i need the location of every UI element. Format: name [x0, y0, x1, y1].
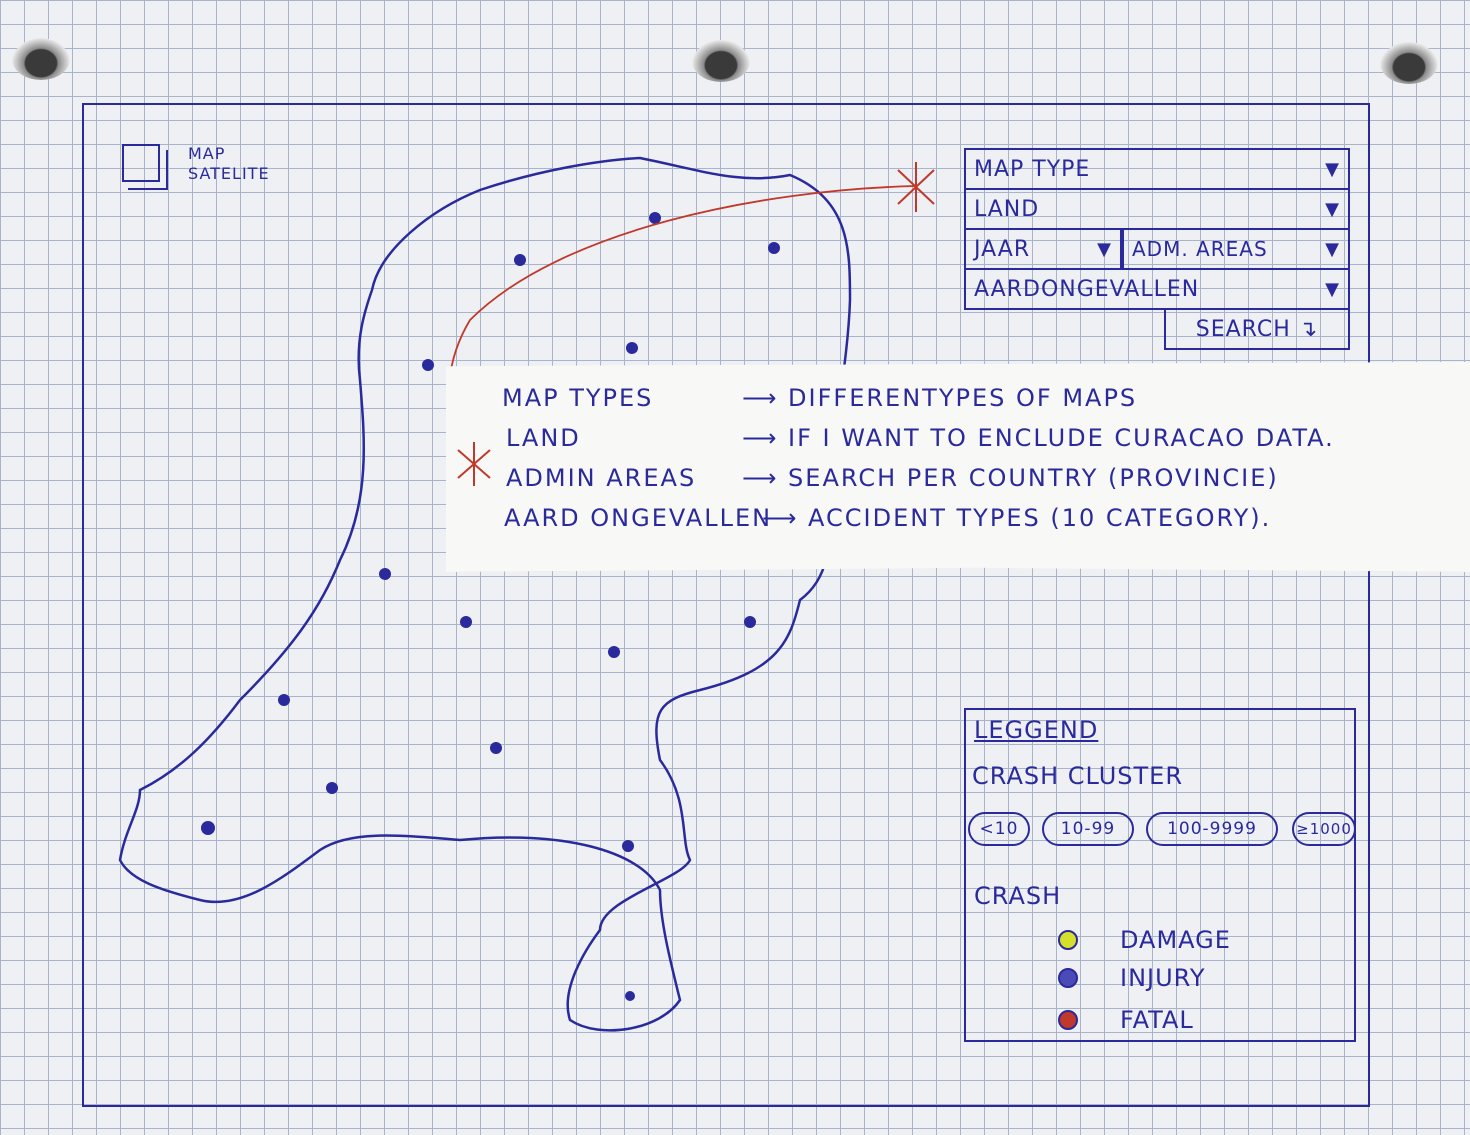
crash-point [460, 616, 472, 628]
cluster-badge-gte1000: ≥1000 [1292, 812, 1356, 846]
annotation-note: MAP TYPES ⟶ DIFFERENTYPES OF MAPS LAND ⟶ I… [446, 362, 1470, 572]
asterisk-marker-note [457, 442, 491, 486]
crash-point [379, 568, 391, 580]
crash-cluster-title: CRASH CLUSTER [972, 762, 1184, 790]
adm-areas-dropdown[interactable]: ADM. AREAS ▼ [1122, 228, 1350, 268]
jaar-dropdown[interactable]: JAAR ▼ [964, 228, 1122, 268]
land-dropdown[interactable]: LAND ▼ [964, 188, 1350, 228]
land-label: LAND [974, 196, 1040, 222]
legend-label-fatal: FATAL [1120, 1006, 1194, 1034]
legend-panel: LEGGEND CRASH CLUSTER <10 10-99 100-9999… [964, 708, 1356, 1042]
note-row-aard-ongevallen: AARD ONGEVALLEN⟶ ACCIDENT TYPES (10 CATE… [504, 504, 1271, 532]
note-desc: ACCIDENT TYPES (10 CATEGORY). [808, 504, 1272, 532]
crash-point [608, 646, 620, 658]
crash-point [201, 821, 215, 835]
arrow-right-icon: ⟶ [742, 464, 789, 492]
binder-hole-center [692, 40, 750, 82]
binder-hole-left [12, 38, 70, 80]
legend-item-injury: INJURY [1058, 964, 1205, 992]
map-type-dropdown[interactable]: MAP TYPE ▼ [964, 148, 1350, 188]
crash-point [649, 212, 661, 224]
aardongevallen-label: AARDONGEVALLEN [974, 276, 1200, 302]
filter-triangle-icon: ▼ [1325, 198, 1340, 220]
search-button[interactable]: SEARCH ↴ [1164, 310, 1350, 350]
cluster-badge-10-99: 10-99 [1042, 812, 1134, 846]
legend-label-injury: INJURY [1120, 964, 1206, 992]
note-desc: SEARCH PER COUNTRY (PROVINCIE) [788, 464, 1279, 492]
filter-triangle-icon: ▼ [1097, 238, 1112, 260]
map-layer-toggle[interactable]: MAP SATELITE [122, 144, 302, 192]
filter-triangle-icon: ▼ [1325, 278, 1340, 300]
arrow-right-icon: ⟶ [742, 424, 789, 452]
cluster-badge-lt10: <10 [968, 812, 1030, 846]
note-row-map-types: MAP TYPES ⟶ DIFFERENTYPES OF MAPS [502, 384, 1137, 412]
crash-point [422, 359, 434, 371]
filter-triangle-icon: ▼ [1325, 238, 1340, 260]
map-type-label: MAP TYPE [974, 156, 1091, 182]
crash-point [626, 342, 638, 354]
note-row-land: LAND ⟶ IF I WANT TO ENCLUDE CURACAO DATA. [506, 424, 1335, 452]
crash-point [278, 694, 290, 706]
note-term: LAND [506, 424, 581, 452]
note-desc: DIFFERENTYPES OF MAPS [788, 384, 1138, 412]
layer-option-satellite[interactable]: SATELITE [188, 164, 270, 183]
crash-title: CRASH [974, 882, 1062, 910]
jaar-label: JAAR [974, 236, 1031, 262]
app-frame [82, 103, 1370, 1107]
fatal-dot-icon [1058, 1010, 1078, 1030]
crash-point [622, 840, 634, 852]
legend-item-damage: DAMAGE [1058, 926, 1231, 954]
arrow-right-icon: ⟶ [762, 504, 809, 532]
legend-item-fatal: FATAL [1058, 1006, 1194, 1034]
note-term: ADMIN AREAS [506, 464, 697, 492]
crash-point [625, 991, 635, 1001]
crash-point [744, 616, 756, 628]
crash-points [201, 212, 780, 1001]
crash-point [768, 242, 780, 254]
note-desc: IF I WANT TO ENCLUDE CURACAO DATA. [788, 424, 1335, 452]
filter-triangle-icon: ▼ [1325, 158, 1340, 180]
damage-dot-icon [1058, 930, 1078, 950]
crash-point [514, 254, 526, 266]
layers-icon [122, 144, 168, 190]
return-arrow-icon: ↴ [1298, 316, 1319, 342]
binder-hole-right [1380, 42, 1438, 84]
asterisk-marker-top [897, 162, 935, 212]
crash-point [490, 742, 502, 754]
note-row-admin-areas: ADMIN AREAS ⟶ SEARCH PER COUNTRY (PROVINC… [506, 464, 1279, 492]
layer-option-map[interactable]: MAP [188, 144, 226, 163]
injury-dot-icon [1058, 968, 1078, 988]
note-term: MAP TYPES [502, 384, 654, 412]
adm-areas-label: ADM. AREAS [1132, 237, 1268, 261]
note-term: AARD ONGEVALLEN [504, 504, 773, 532]
filter-panel: MAP TYPE ▼ LAND ▼ JAAR ▼ ADM. AREAS ▼ AA… [964, 148, 1356, 350]
search-label: SEARCH [1195, 316, 1291, 342]
crash-point [326, 782, 338, 794]
cluster-badge-100-9999: 100-9999 [1146, 812, 1278, 846]
legend-title: LEGGEND [974, 716, 1099, 744]
arrow-right-icon: ⟶ [742, 384, 789, 412]
legend-label-damage: DAMAGE [1120, 926, 1231, 954]
aardongevallen-dropdown[interactable]: AARDONGEVALLEN ▼ [964, 268, 1350, 310]
country-outline [118, 156, 852, 1032]
